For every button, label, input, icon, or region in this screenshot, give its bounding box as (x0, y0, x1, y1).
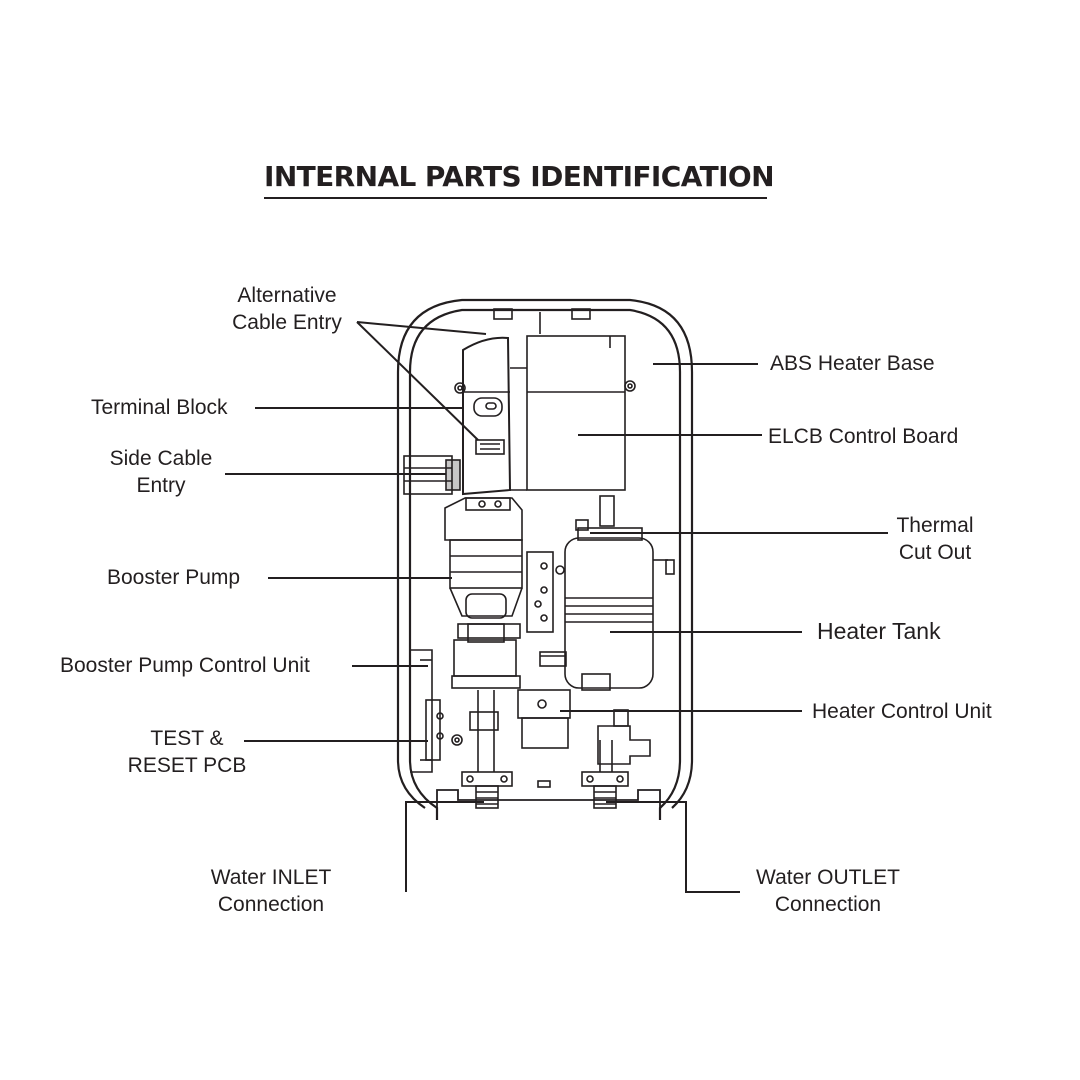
label-abs-heater-base: ABS Heater Base (770, 352, 935, 375)
inlet-pipework-part (461, 690, 551, 809)
label-water-outlet: Water OUTLET Connection (756, 866, 900, 916)
title-underline (264, 197, 767, 199)
booster-pump-part (444, 497, 523, 639)
outlet-pipework-part (581, 740, 629, 809)
label-alternative-cable-entry: Alternative Cable Entry (232, 284, 342, 334)
label-booster-pump: Booster Pump (107, 566, 241, 589)
leader-alt-cable-entry-1 (356, 321, 487, 335)
booster-pump-control-unit-part (410, 623, 521, 773)
label-booster-pump-control-unit: Booster Pump Control Unit (60, 654, 310, 677)
housing-outline (396, 298, 694, 820)
label-heater-tank: Heater Tank (817, 618, 941, 644)
elcb-control-board-part (526, 335, 636, 491)
label-side-cable-entry: Side Cable Entry (109, 447, 213, 497)
label-elcb-control-board: ELCB Control Board (768, 425, 959, 448)
terminal-block-part (454, 336, 527, 496)
page-title: INTERNAL PARTS IDENTIFICATION (264, 160, 775, 193)
heater-tank-part (555, 495, 675, 689)
label-test-reset-pcb: TEST & RESET PCB (127, 727, 247, 777)
leader-lines (225, 321, 888, 893)
pump-bracket-part (526, 551, 554, 633)
leader-water-outlet (606, 801, 740, 893)
leader-water-inlet (405, 801, 484, 892)
label-thermal-cut-out: Thermal Cut Out (896, 514, 974, 564)
label-terminal-block: Terminal Block (91, 396, 228, 419)
label-heater-control-unit: Heater Control Unit (812, 700, 992, 723)
leader-alt-cable-entry-2 (356, 321, 479, 441)
heater-control-unit-part (517, 651, 651, 765)
test-reset-pcb-part (425, 699, 463, 761)
label-water-inlet: Water INLET Connection (210, 866, 332, 916)
